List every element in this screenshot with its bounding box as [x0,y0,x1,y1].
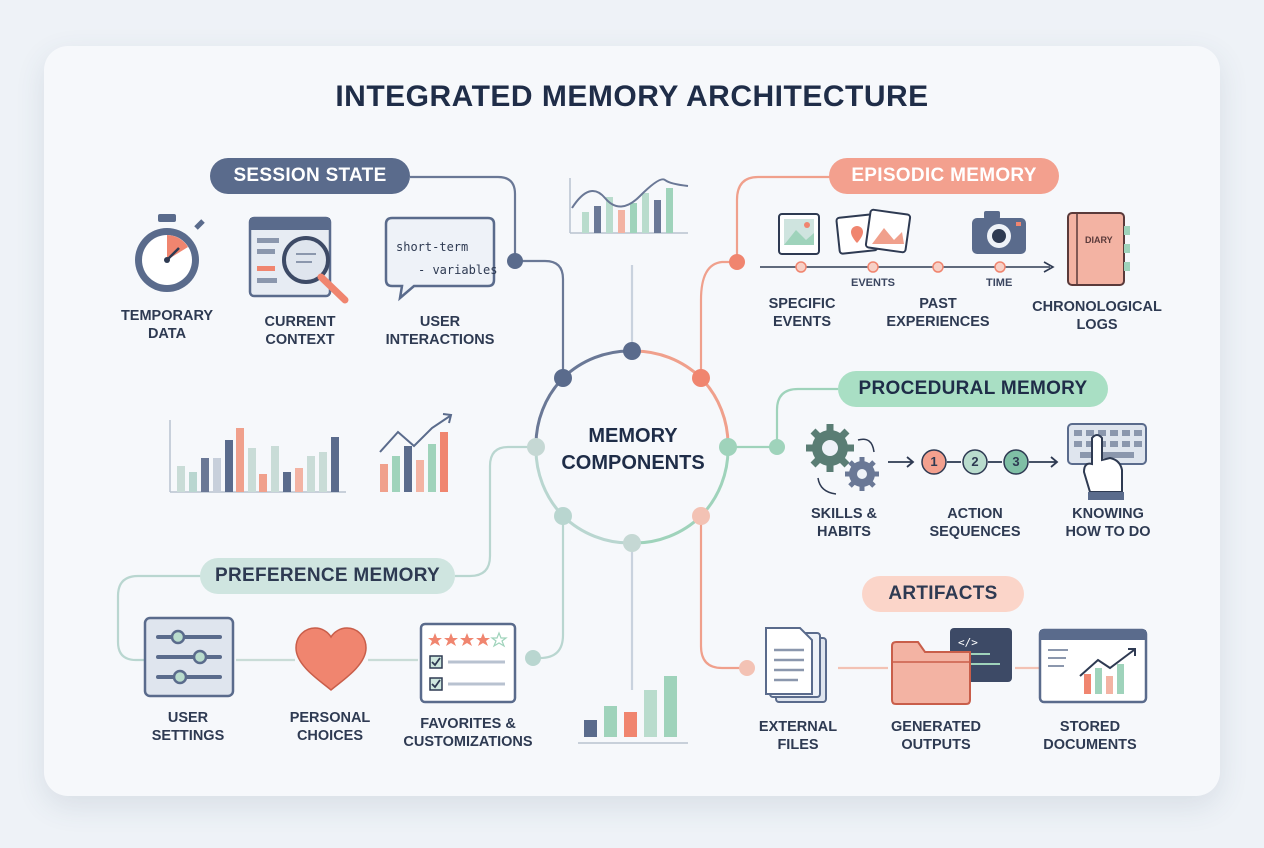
label-line2: SETTINGS [151,728,225,744]
label-line1: GENERATED [891,719,981,735]
center-label: MEMORY COMPONENTS [553,423,713,477]
label-line2: CUSTOMIZATIONS [403,734,533,750]
favorites-list-icon [419,622,517,704]
skills-habits-label: SKILLS & HABITS [794,505,894,541]
timeline-time-label: TIME [986,277,1013,289]
procedural-memory-pill: PROCEDURAL MEMORY [838,371,1108,407]
preference-memory-pill: PREFERENCE MEMORY [200,558,455,594]
label-line2: FILES [777,737,819,753]
personal-choices-label: PERSONAL CHOICES [270,709,390,745]
label-line2: EXPERIENCES [886,314,990,330]
label-line2: CONTEXT [265,332,335,348]
decor-chart-trend [379,413,453,492]
folder-code-icon [891,628,1012,705]
label-line2: EVENTS [772,314,831,330]
label-line1: PERSONAL [289,710,371,726]
label-line1: ACTION [947,506,1003,522]
step-3: 3 [1012,454,1020,469]
decor-chart-bottom [578,676,688,744]
label-line2: DOCUMENTS [1043,737,1137,753]
label-line1: USER [419,314,461,330]
decor-chart-left [169,420,346,493]
label-line1: STORED [1059,719,1121,735]
camera-icon [972,211,1026,254]
timeline-events-label: EVENTS [851,277,896,289]
label-line1: SPECIFIC [768,296,836,312]
episodic-memory-pill: EPISODIC MEMORY [829,158,1059,194]
connectors [116,175,1059,690]
user-settings-label: USER SETTINGS [128,709,248,745]
label-line2: INTERACTIONS [385,332,495,348]
bubble-text-line2: - variables [418,263,498,277]
label-line1: KNOWING [1072,506,1144,522]
keyboard-hand-icon [1067,423,1147,500]
gears-icon [806,424,879,495]
generated-outputs-label: GENERATED OUTPUTS [876,718,996,754]
step-1: 1 [930,454,938,469]
label-line1: FAVORITES & [420,716,516,732]
specific-events-label: SPECIFIC EVENTS [752,295,852,331]
label-line1: SKILLS & [810,506,878,522]
connector-nodes [507,253,1006,676]
files-icon [765,627,827,703]
code-tag: </> [958,636,978,649]
magnifier-window-icon [248,216,349,304]
external-files-label: EXTERNAL FILES [748,718,848,754]
temporary-data-label: TEMPORARY DATA [107,307,227,343]
knowing-how-label: KNOWING HOW TO DO [1050,505,1166,541]
artifacts-pill: ARTIFACTS [862,576,1024,612]
label-line2: HABITS [817,524,871,540]
label-line2: SEQUENCES [929,524,1021,540]
label-line1: EXTERNAL [758,719,838,735]
label-line2: LOGS [1076,317,1118,333]
stored-documents-label: STORED DOCUMENTS [1030,718,1150,754]
photo-icon [778,213,820,255]
center-label-line1: MEMORY [588,425,678,447]
label-line1: USER [167,710,209,726]
label-line2: OUTPUTS [901,737,971,753]
diary-text: DIARY [1085,235,1113,245]
heart-icon [295,627,367,692]
session-state-pill: SESSION STATE [210,158,410,194]
label-line2: DATA [147,326,187,342]
page-title: INTEGRATED MEMORY ARCHITECTURE [335,80,929,113]
settings-sliders-icon [143,616,235,698]
stored-doc-chart-icon [1038,628,1148,704]
decor-chart-top [569,178,689,234]
diary-icon [1067,212,1130,286]
bubble-text-line1: short-term [396,240,469,254]
photos-map-icon [835,208,912,255]
label-line1: TEMPORARY [120,308,214,324]
chat-bubble-icon [384,216,496,302]
label-line1: PAST [919,296,957,312]
center-label-line2: COMPONENTS [561,452,705,474]
label-line1: CURRENT [264,314,336,330]
label-line2: HOW TO DO [1065,524,1151,540]
label-line1: CHRONOLOGICAL [1032,299,1162,315]
action-sequences-label: ACTION SEQUENCES [915,505,1035,541]
chronological-logs-label: CHRONOLOGICAL LOGS [1027,298,1167,334]
step-2: 2 [971,454,979,469]
label-line2: CHOICES [296,728,364,744]
current-context-label: CURRENT CONTEXT [240,313,360,349]
stopwatch-icon [135,214,205,292]
step-circles [921,449,1029,475]
favorites-label: FAVORITES & CUSTOMIZATIONS [398,715,538,751]
past-experiences-label: PAST EXPERIENCES [878,295,998,331]
user-interactions-label: USER INTERACTIONS [370,313,510,349]
